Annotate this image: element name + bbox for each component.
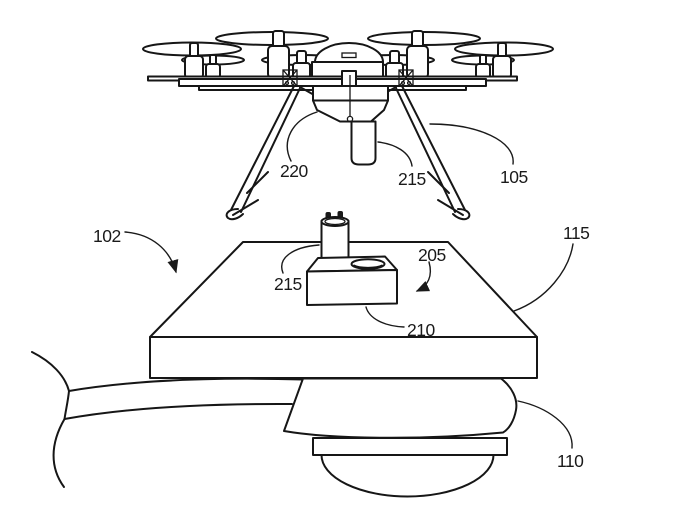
leg-left-strut: [230, 85, 295, 211]
leg-right-strut: [401, 85, 466, 211]
ref-label-220: 220: [280, 161, 308, 181]
landing-gear: [225, 85, 471, 221]
ref-label-215-station: 215: [274, 274, 302, 294]
luminaire-housing: [283, 377, 518, 439]
leg-left-strut: [240, 85, 302, 213]
leg-mount-bracket-left: [282, 69, 298, 87]
leader-102-arrow: [124, 231, 179, 274]
ref-label-102: 102: [93, 226, 121, 246]
leg-right-strut: [394, 85, 456, 213]
motor-pod: [492, 55, 512, 79]
leg-left-brace: [246, 171, 269, 194]
ref-label-215-uav: 215: [398, 169, 426, 189]
motor-pod: [497, 42, 507, 58]
motor-pod: [189, 42, 199, 58]
motor-pod: [411, 30, 424, 48]
luminaire-glass-dome: [320, 454, 495, 498]
leader-lines: [124, 111, 574, 449]
leader-110: [517, 400, 573, 449]
arm-bottom-line: [63, 402, 293, 420]
pole-curve-upper: [31, 351, 70, 392]
motor-pod: [184, 55, 204, 79]
ref-label-205: 205: [418, 245, 446, 265]
leader-215-station: [281, 244, 320, 274]
ref-label-115: 115: [563, 223, 589, 243]
streetlight-head: [283, 377, 518, 498]
platform-front-face: [149, 336, 538, 379]
leader-215-uav: [377, 141, 413, 167]
leg-mount-bracket-right: [398, 69, 414, 87]
battery-top-rim: [324, 217, 346, 226]
station-battery: [320, 211, 350, 264]
pole-curve-lower: [52, 418, 66, 488]
leader-220: [286, 111, 318, 162]
skid-left-hook: [225, 208, 244, 221]
frame-bar-main: [178, 78, 487, 87]
station-box-front-face: [306, 269, 398, 306]
leader-210: [365, 306, 405, 328]
latch-pin: [346, 115, 354, 123]
ref-label-110: 110: [557, 451, 584, 471]
station-box: [306, 255, 398, 306]
skid-right: [437, 199, 464, 216]
leader-115: [513, 243, 574, 312]
reference-numerals: 220 215 105 102 115 205 215 210 110: [93, 161, 590, 471]
leader-105: [429, 123, 514, 165]
center-connector: [341, 70, 357, 87]
ref-label-210: 210: [407, 320, 435, 340]
leader-205-arrow: [415, 261, 432, 292]
leg-right-brace: [427, 171, 450, 194]
uav: [142, 30, 554, 221]
luminaire-collar: [312, 437, 508, 456]
canopy-vent: [341, 52, 357, 59]
skid-left: [232, 199, 259, 216]
uav-battery-cylinder: [350, 120, 377, 166]
battery-body: [320, 220, 350, 264]
arm-top-line: [68, 377, 304, 392]
receptacle-hole-inner-edge: [353, 264, 383, 269]
skid-right-hook: [452, 208, 471, 221]
ref-label-105: 105: [500, 167, 528, 187]
pole-edge: [63, 390, 70, 420]
motor-pod: [272, 30, 285, 48]
